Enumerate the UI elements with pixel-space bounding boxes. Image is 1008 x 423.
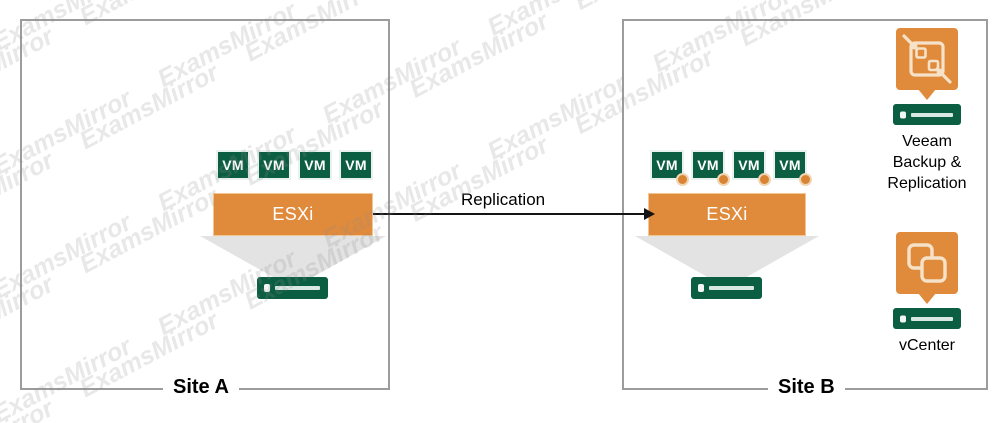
vm-box[interactable]: VM [298,150,332,180]
replica-badge-icon [676,173,689,186]
vcenter-icon[interactable] [896,232,958,294]
vm-box[interactable]: VM [257,150,291,180]
replication-arrow-head-icon [644,208,655,220]
server-slot-icon [709,286,754,290]
site-a-server-icon[interactable] [257,277,328,299]
vm-label: VM [263,157,285,173]
server-led-icon [900,315,906,322]
vm-box-replica[interactable]: VM [650,150,689,186]
site-a-vm-row: VM VM VM VM [216,150,380,180]
site-b-vm-row: VM VM VM VM [650,150,814,186]
vm-label: VM [345,157,367,173]
veeam-backup-replication-icon[interactable] [896,28,958,90]
vm-label: VM [697,157,719,173]
vm-label: VM [738,157,760,173]
vcenter-server-icon [893,308,961,329]
vcenter-component[interactable]: vCenter [857,232,997,356]
replica-badge-icon [717,173,730,186]
vm-label: VM [656,157,678,173]
site-b-label: Site B [768,376,845,398]
replication-arrow-line [373,213,644,215]
vm-box-replica[interactable]: VM [773,150,812,186]
veeam-component[interactable]: Veeam Backup & Replication [857,28,997,194]
site-a-esxi-bar[interactable]: ESXi [213,193,373,236]
server-led-icon [900,111,906,118]
site-a-label: Site A [163,376,239,398]
server-led-icon [698,284,704,292]
replica-badge-icon [758,173,771,186]
veeam-server-icon [893,104,961,125]
vm-label: VM [222,157,244,173]
vm-label: VM [304,157,326,173]
vm-box-replica[interactable]: VM [732,150,771,186]
server-slot-icon [911,316,953,321]
replication-label: Replication [461,190,546,209]
vm-box[interactable]: VM [216,150,250,180]
server-led-icon [264,284,270,292]
esxi-label: ESXi [706,204,748,224]
esxi-label: ESXi [272,204,314,224]
server-slot-icon [275,286,320,290]
vm-label: VM [779,157,801,173]
site-b-esxi-bar[interactable]: ESXi [648,193,806,236]
vcenter-caption: vCenter [898,337,956,354]
site-b-server-icon[interactable] [691,277,762,299]
replica-badge-icon [799,173,812,186]
veeam-caption: Veeam Backup & Replication [887,133,967,192]
server-slot-icon [911,112,953,117]
vm-box[interactable]: VM [339,150,373,180]
vm-box-replica[interactable]: VM [691,150,730,186]
